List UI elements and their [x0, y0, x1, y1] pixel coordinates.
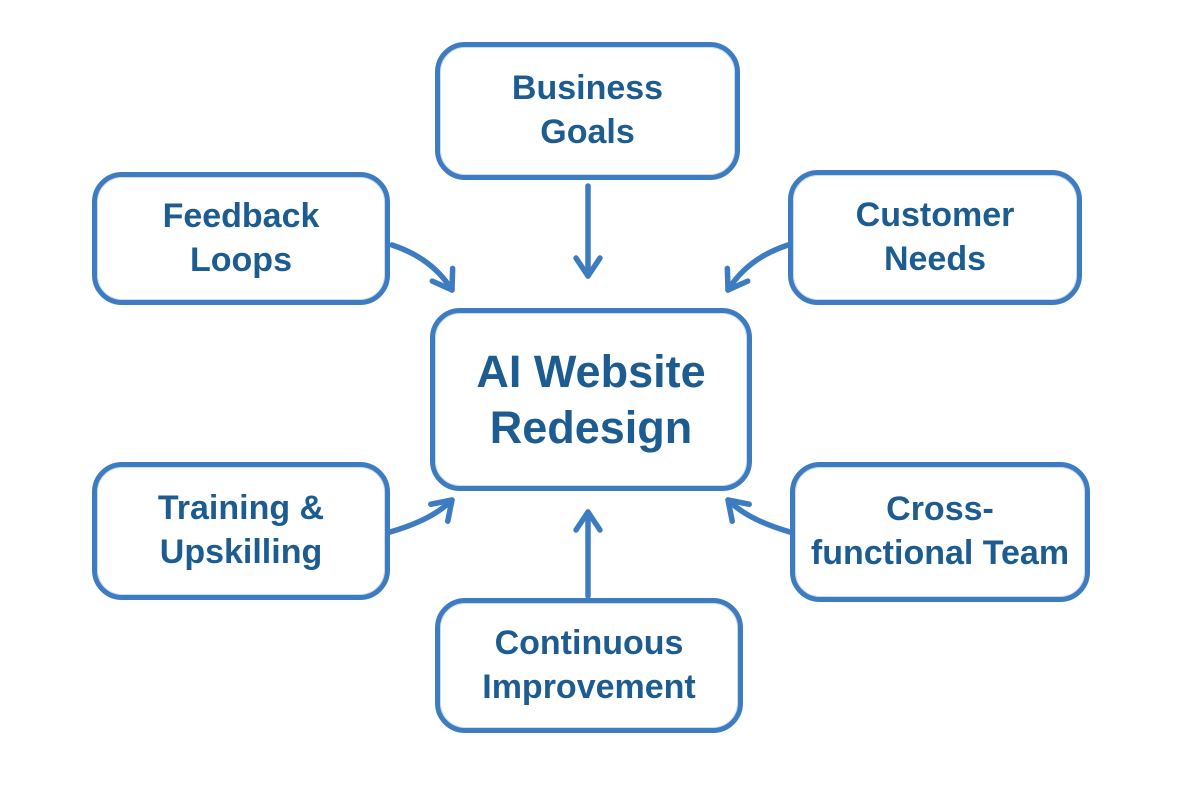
node-label-line: Feedback	[162, 196, 320, 235]
edge-customer-needs-to-center	[724, 242, 791, 293]
node-label-line: Training &	[157, 489, 325, 528]
node-continuous-improvement: Continuous Improvement	[435, 598, 743, 733]
node-business-goals: Business Goals	[435, 42, 740, 180]
node-label-line: Improvement	[482, 667, 696, 706]
center-label-line: Redesign	[489, 401, 693, 453]
node-customer-needs: Customer Needs	[788, 170, 1082, 305]
node-label-line: functional Team	[810, 534, 1070, 572]
node-training-upskilling: Training & Upskilling	[92, 462, 390, 600]
node-label-line: Customer	[855, 195, 1015, 234]
edge-training-upskilling-to-center	[387, 497, 455, 535]
node-label-line: Business	[511, 69, 664, 108]
node-label-line: Needs	[883, 239, 987, 278]
node-feedback-loops: Feedback Loops	[92, 172, 390, 305]
edge-cross-functional-team-to-center	[725, 497, 793, 535]
node-label-line: Continuous	[494, 623, 684, 662]
node-label-line: Upskilling	[159, 533, 323, 571]
node-label-line: Cross-	[886, 490, 994, 529]
node-cross-functional-team: Cross- functional Team	[790, 462, 1090, 602]
node-ai-website-redesign: AI Website Redesign	[430, 308, 752, 491]
node-label-line: Loops	[190, 240, 292, 279]
edge-feedback-loops-to-center	[389, 242, 456, 293]
node-label-line: Goals	[540, 113, 635, 151]
center-label-line: AI Website	[476, 345, 706, 397]
